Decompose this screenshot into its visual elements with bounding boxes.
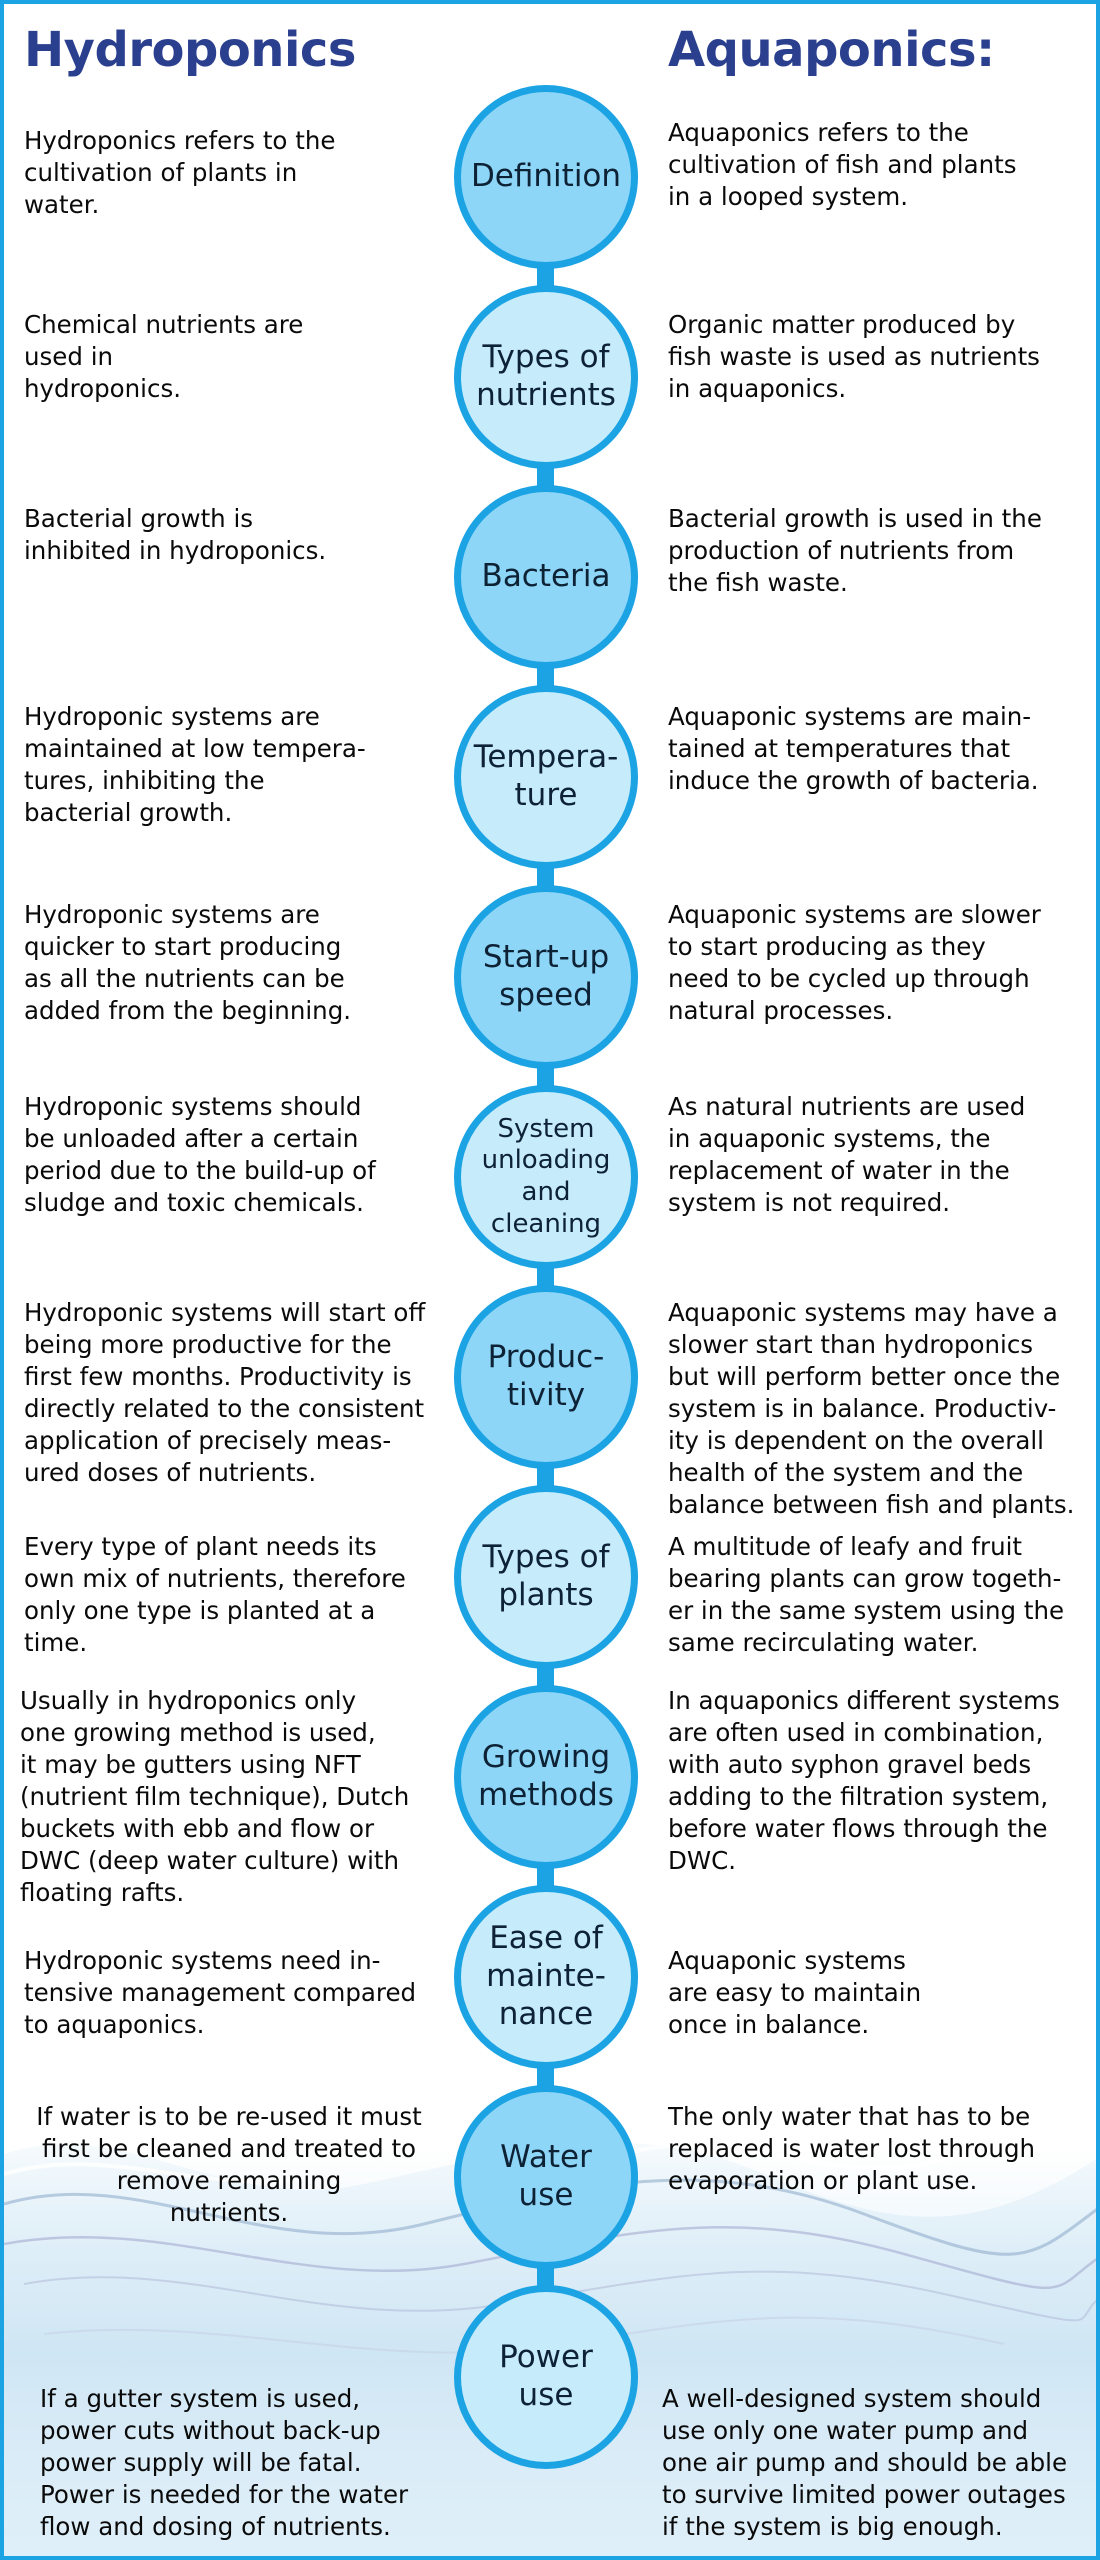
category-circle-growing-methods: Growing methods bbox=[454, 1685, 638, 1869]
hydroponics-text: Hydroponic systems will start off being … bbox=[24, 1298, 426, 1487]
aquaponics-text: As natural nutrients are used in aquapon… bbox=[668, 1092, 1026, 1217]
category-label: Power use bbox=[499, 2339, 593, 2413]
category-label: Definition bbox=[470, 158, 622, 195]
hydroponics-text: Hydroponics refers to the cultivation of… bbox=[24, 126, 336, 219]
category-label: Types of plants bbox=[482, 1539, 610, 1613]
category-circle-system-unloading: System unloading and cleaning bbox=[454, 1085, 638, 1269]
aquaponics-text: The only water that has to be replaced i… bbox=[668, 2102, 1036, 2195]
category-label: Ease of mainte- nance bbox=[486, 1920, 606, 2032]
category-circle-temperature: Tempera- ture bbox=[454, 685, 638, 869]
category-label: Start-up speed bbox=[482, 939, 610, 1013]
category-circle-start-up-speed: Start-up speed bbox=[454, 885, 638, 1069]
category-circle-bacteria: Bacteria bbox=[454, 485, 638, 669]
category-label: Produc- tivity bbox=[487, 1339, 605, 1413]
aquaponics-text: A well-designed system should use only o… bbox=[662, 2384, 1068, 2541]
aquaponics-text: Bacterial growth is used in the producti… bbox=[668, 504, 1042, 597]
aquaponics-text: A multitude of leafy and fruit bearing p… bbox=[668, 1532, 1065, 1657]
category-label: Bacteria bbox=[481, 558, 611, 595]
hydroponics-text: Chemical nutrients are used in hydroponi… bbox=[24, 310, 304, 403]
timeline-spine bbox=[537, 134, 554, 2424]
category-label: Growing methods bbox=[478, 1739, 614, 1813]
category-label: Water use bbox=[500, 2139, 592, 2213]
hydroponics-text: Every type of plant needs its own mix of… bbox=[24, 1532, 406, 1657]
hydroponics-text: Hydroponic systems need in- tensive mana… bbox=[24, 1946, 417, 2039]
hydroponics-text: Hydroponic systems are maintained at low… bbox=[24, 702, 366, 827]
hydroponics-text: Hydroponic systems should be unloaded af… bbox=[24, 1092, 376, 1217]
hydroponics-heading: Hydroponics bbox=[24, 22, 356, 78]
hydroponics-text: If a gutter system is used, power cuts w… bbox=[40, 2384, 409, 2541]
aquaponics-text: Aquaponics refers to the cultivation of … bbox=[668, 118, 1017, 211]
category-circle-power-use: Power use bbox=[454, 2285, 638, 2469]
category-circle-types-of-plants: Types of plants bbox=[454, 1485, 638, 1669]
hydroponics-text: Usually in hydroponics only one growing … bbox=[20, 1686, 410, 1907]
category-circle-water-use: Water use bbox=[454, 2085, 638, 2269]
category-circle-productivity: Produc- tivity bbox=[454, 1285, 638, 1469]
hydroponics-text: Bacterial growth is inhibited in hydropo… bbox=[24, 504, 327, 565]
category-label: Tempera- ture bbox=[473, 739, 619, 813]
aquaponics-text: Aquaponic systems are easy to maintain o… bbox=[668, 1946, 922, 2039]
aquaponics-text: Aquaponic systems may have a slower star… bbox=[668, 1298, 1075, 1519]
aquaponics-text: Aquaponic systems are slower to start pr… bbox=[668, 900, 1041, 1025]
category-circle-definition: Definition bbox=[454, 85, 638, 269]
hydroponics-text: If water is to be re-used it must first … bbox=[36, 2102, 422, 2227]
category-circle-ease-of-maintenance: Ease of mainte- nance bbox=[454, 1885, 638, 2069]
aquaponics-text: Organic matter produced by fish waste is… bbox=[668, 310, 1040, 403]
aquaponics-text: Aquaponic systems are main- tained at te… bbox=[668, 702, 1039, 795]
category-label: System unloading and cleaning bbox=[481, 1113, 611, 1239]
hydroponics-text: Hydroponic systems are quicker to start … bbox=[24, 900, 352, 1025]
category-circle-types-of-nutrients: Types of nutrients bbox=[454, 285, 638, 469]
category-label: Types of nutrients bbox=[476, 339, 616, 413]
aquaponics-heading: Aquaponics: bbox=[668, 22, 995, 78]
aquaponics-text: In aquaponics different systems are ofte… bbox=[668, 1686, 1060, 1875]
